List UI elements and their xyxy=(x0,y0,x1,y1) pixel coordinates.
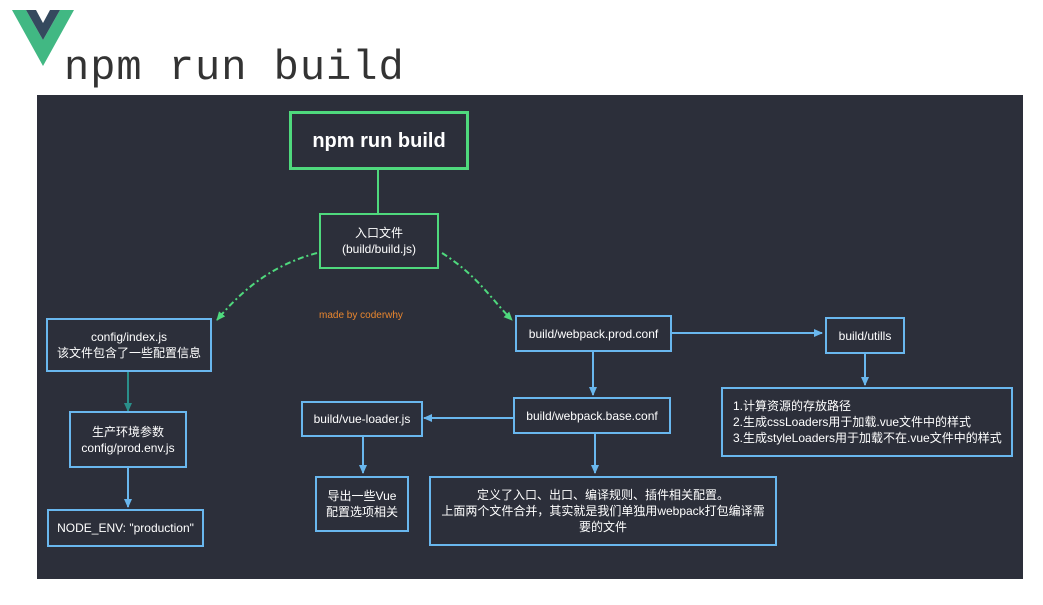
diagram-panel: npm run build 入口文件 (build/build.js) made… xyxy=(37,95,1023,579)
node-config-index-line2: 该文件包含了一些配置信息 xyxy=(56,346,201,360)
node-prod-env-line1: 生产环境参数 xyxy=(91,424,164,439)
node-node-env: NODE_ENV: "production" xyxy=(47,509,204,547)
node-config-index-line1: config/index.js xyxy=(90,330,168,344)
node-vue-export-line2: 配置选项相关 xyxy=(325,505,398,519)
node-webpack-base-conf-label: build/webpack.base.conf xyxy=(526,408,658,423)
page-title: npm run build xyxy=(64,44,405,92)
node-npm-run-build-label: npm run build xyxy=(312,129,446,152)
node-utils-notes-line1: 1.计算资源的存放路径 xyxy=(733,399,852,413)
credit-text: made by coderwhy xyxy=(319,310,403,321)
node-vue-export: 导出一些Vue 配置选项相关 xyxy=(315,476,409,532)
node-webpack-base-conf: build/webpack.base.conf xyxy=(513,397,671,434)
node-prod-env-line2: config/prod.env.js xyxy=(81,440,175,455)
connector-entry-prodconf xyxy=(441,252,513,321)
node-webpack-prod-conf: build/webpack.prod.conf xyxy=(515,315,672,352)
vue-logo-icon xyxy=(12,10,74,66)
node-entry-file-line1: 入口文件 xyxy=(354,226,403,240)
connector-entry-config xyxy=(216,252,318,321)
node-utils-notes: 1.计算资源的存放路径 2.生成cssLoaders用于加载.vue文件中的样式… xyxy=(721,387,1013,457)
node-prod-env: 生产环境参数 config/prod.env.js xyxy=(69,411,187,468)
node-node-env-label: NODE_ENV: "production" xyxy=(57,521,194,535)
node-base-conf-notes: 定义了入口、出口、编译规则、插件相关配置。 上面两个文件合并，其实就是我们单独用… xyxy=(429,476,777,546)
node-build-utils-label: build/utills xyxy=(838,328,892,343)
node-vue-loader-label: build/vue-loader.js xyxy=(313,412,411,426)
node-utils-notes-line2: 2.生成cssLoaders用于加载.vue文件中的样式 xyxy=(733,415,972,429)
node-entry-file: 入口文件 (build/build.js) xyxy=(319,213,439,269)
node-entry-file-line2: (build/build.js) xyxy=(341,242,417,256)
node-base-conf-notes-line1: 定义了入口、出口、编译规则、插件相关配置。 xyxy=(476,488,729,502)
node-webpack-prod-conf-label: build/webpack.prod.conf xyxy=(528,326,659,341)
node-vue-loader: build/vue-loader.js xyxy=(301,401,423,437)
node-config-index: config/index.js 该文件包含了一些配置信息 xyxy=(46,318,212,372)
node-npm-run-build: npm run build xyxy=(289,111,469,170)
node-build-utils: build/utills xyxy=(825,317,905,354)
node-vue-export-line1: 导出一些Vue xyxy=(327,489,397,503)
diagram-connectors xyxy=(124,170,869,508)
node-base-conf-notes-line2: 上面两个文件合并，其实就是我们单独用webpack打包编译需 xyxy=(441,504,765,518)
node-base-conf-notes-line3: 要的文件 xyxy=(578,520,627,534)
node-utils-notes-line3: 3.生成styleLoaders用于加载不在.vue文件中的样式 xyxy=(733,431,1002,445)
